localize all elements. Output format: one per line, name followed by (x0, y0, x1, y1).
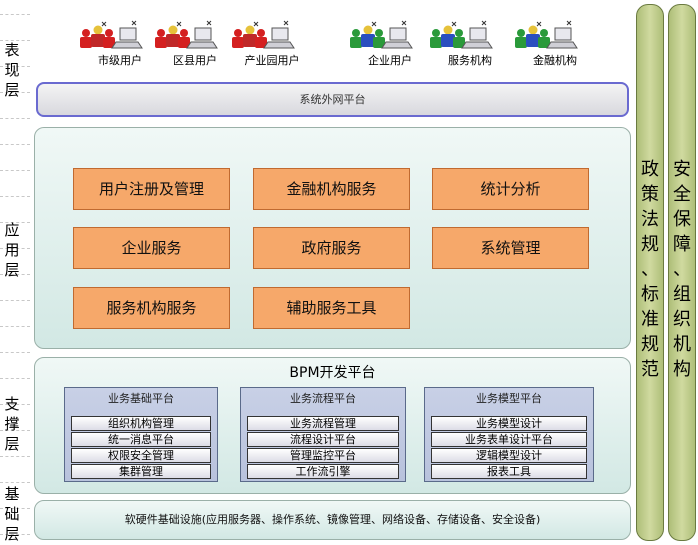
vertical-char: 安 (673, 159, 691, 180)
user-group-red-icon (232, 20, 295, 49)
user-group-red-icon (80, 20, 143, 49)
bpm-item: 组织机构管理 (71, 416, 211, 431)
user-group-2: 产业园用户 (222, 20, 322, 72)
service-financial-institution: 金融机构服务 (253, 168, 410, 210)
bpm-item: 业务模型设计 (431, 416, 587, 431)
bpm-item: 权限安全管理 (71, 448, 211, 463)
vertical-char: 障 (673, 234, 691, 255)
vertical-char: 政 (641, 159, 659, 180)
user-group-green-icon (350, 20, 413, 49)
bpm-item: 集群管理 (71, 464, 211, 479)
bpm-item: 管理监控平台 (247, 448, 399, 463)
layer-label-support: 支 撑 层 (4, 395, 20, 453)
service-user-registration: 用户注册及管理 (73, 168, 230, 210)
user-group-green-icon (430, 20, 493, 49)
vertical-char: 机 (673, 334, 691, 355)
vertical-char: 组 (673, 284, 691, 305)
vertical-char: 范 (641, 359, 659, 380)
vertical-char: 织 (673, 309, 691, 330)
vertical-char: 规 (641, 234, 659, 255)
service-system-management: 系统管理 (432, 227, 589, 269)
layer-label-foundation: 基 础 层 (4, 485, 20, 543)
bpm-item: 统一消息平台 (71, 432, 211, 447)
bpm-title: BPM开发平台 (289, 365, 376, 381)
vertical-char: 全 (673, 184, 691, 205)
user-group-3: 企业用户 (340, 20, 440, 72)
vertical-char: 策 (641, 184, 659, 205)
vertical-char: 标 (641, 284, 659, 305)
bpm-item: 流程设计平台 (247, 432, 399, 447)
user-group-label: 区县用户 (173, 54, 217, 67)
bpm-item: 逻辑模型设计 (431, 448, 587, 463)
layer-label-application: 应 用 层 (4, 221, 20, 279)
security-organization-bar: 安全保障、组织机构 (668, 4, 696, 541)
user-group-5: 金融机构 (505, 20, 605, 72)
service-service-institution: 服务机构服务 (73, 287, 230, 329)
bpm-item: 业务表单设计平台 (431, 432, 587, 447)
layer-label-presentation: 表 现 层 (4, 41, 20, 99)
infrastructure-panel: 软硬件基础设施(应用服务器、操作系统、镜像管理、网络设备、存储设备、安全设备) (34, 500, 631, 540)
vertical-char: 保 (673, 209, 691, 230)
user-group-0: 市级用户 (70, 20, 170, 72)
service-enterprise: 企业服务 (73, 227, 230, 269)
user-group-green-icon (515, 20, 578, 49)
vertical-char: 准 (641, 309, 659, 330)
bpm-group-business-foundation: 业务基础平台 组织机构管理 统一消息平台 权限安全管理 集群管理 (64, 387, 218, 482)
service-auxiliary-tools: 辅助服务工具 (253, 287, 410, 329)
vertical-char: 法 (641, 209, 659, 230)
portal-label: 系统外网平台 (299, 93, 366, 106)
user-group-label: 金融机构 (533, 54, 577, 67)
policy-standards-bar: 政策法规、标准规范 (636, 4, 664, 541)
bpm-item: 工作流引擎 (247, 464, 399, 479)
user-group-label: 市级用户 (98, 54, 142, 67)
infrastructure-label: 软硬件基础设施(应用服务器、操作系统、镜像管理、网络设备、存储设备、安全设备) (124, 513, 541, 526)
bpm-item: 业务流程管理 (247, 416, 399, 431)
vertical-char: 规 (641, 334, 659, 355)
vertical-char: 、 (673, 259, 691, 280)
vertical-char: 、 (641, 259, 659, 280)
user-group-label: 服务机构 (448, 54, 492, 67)
bpm-group-business-process: 业务流程平台 业务流程管理 流程设计平台 管理监控平台 工作流引擎 (240, 387, 406, 482)
bpm-group-business-model: 业务模型平台 业务模型设计 业务表单设计平台 逻辑模型设计 报表工具 (424, 387, 594, 482)
user-group-label: 产业园用户 (244, 54, 300, 67)
user-group-label: 企业用户 (368, 54, 412, 67)
vertical-char: 构 (673, 359, 691, 380)
service-government: 政府服务 (253, 227, 410, 269)
user-group-red-icon (155, 20, 218, 49)
service-statistics: 统计分析 (432, 168, 589, 210)
bpm-item: 报表工具 (431, 464, 587, 479)
user-group-1: 区县用户 (145, 20, 245, 72)
external-portal-bar: 系统外网平台 (36, 82, 629, 117)
user-group-4: 服务机构 (420, 20, 520, 72)
